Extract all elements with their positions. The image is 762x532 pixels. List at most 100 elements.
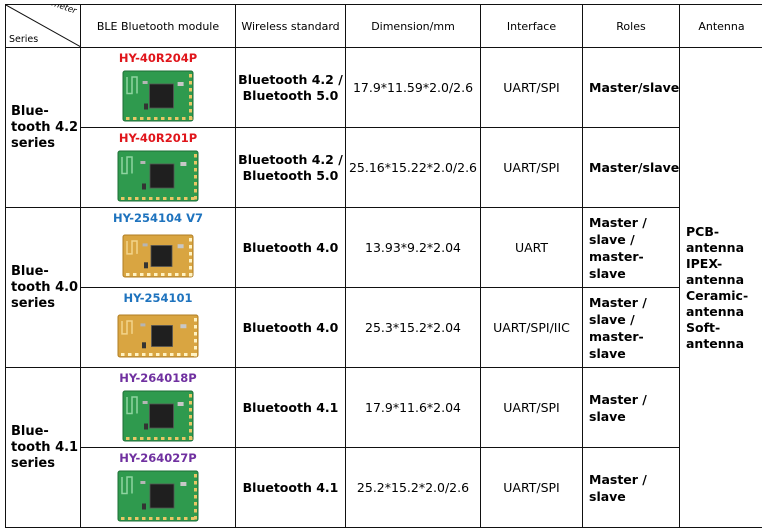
table-row: HY-264027P Bluetooth 4.1 25.2*15.2*2.0/2… — [6, 447, 762, 528]
pad — [175, 436, 179, 440]
pad — [121, 352, 125, 356]
pad — [128, 352, 132, 356]
component — [177, 81, 184, 86]
pad — [147, 436, 151, 440]
pad — [194, 317, 197, 321]
wireless-cell: Bluetooth 4.2 /Bluetooth 5.0 — [235, 127, 346, 208]
chip — [149, 163, 175, 188]
pad — [189, 101, 192, 105]
pad — [189, 428, 192, 432]
pad — [149, 196, 153, 200]
pad — [140, 116, 144, 120]
pad — [121, 516, 125, 520]
role-text: Master/slave — [589, 80, 680, 95]
wireless-text: Bluetooth 4.0 — [242, 319, 339, 335]
chip — [150, 244, 173, 267]
pad — [154, 436, 158, 440]
interface-cell: UART/SPI — [480, 447, 583, 528]
roles-cell: Master /slave /master-slave — [582, 287, 680, 368]
antenna-text: PCB- — [686, 223, 720, 239]
roles-cell: Master /slave /master-slave — [582, 207, 680, 288]
chip — [151, 324, 173, 347]
wireless-text: Bluetooth 4.1 — [242, 479, 339, 495]
interface-cell: UART/SPI — [480, 47, 583, 128]
component — [142, 341, 146, 348]
pad — [189, 272, 192, 276]
pad — [194, 324, 197, 328]
antenna-text: antenna — [686, 335, 745, 351]
component — [180, 481, 187, 486]
pad — [194, 174, 197, 178]
pad — [189, 400, 192, 404]
role-text: master-slave — [589, 248, 644, 281]
chip — [149, 483, 175, 508]
role-text: Master / — [589, 214, 647, 230]
pad — [156, 516, 160, 520]
wireless-text: Bluetooth 4.2 / — [238, 151, 343, 167]
series-text: Blue- — [11, 263, 49, 279]
pad — [121, 196, 125, 200]
module-name: HY-40R201P — [118, 130, 198, 145]
wireless-cell: Bluetooth 4.0 — [235, 287, 346, 368]
pad — [149, 352, 153, 356]
interface-cell: UART — [480, 207, 583, 288]
component — [140, 322, 146, 326]
pad — [154, 116, 158, 120]
wireless-cell: Bluetooth 4.0 — [235, 207, 346, 288]
pad — [194, 338, 197, 342]
antenna-text: Soft- — [686, 319, 721, 335]
module-board-image — [122, 390, 194, 441]
table-row: HY-40R201P Bluetooth 4.2 /Bluetooth 5.0 … — [6, 127, 762, 208]
header-wireless: Wireless standard — [235, 4, 346, 48]
pad — [194, 501, 197, 505]
pad — [163, 516, 167, 520]
antenna-text: IPEX- — [686, 255, 723, 271]
corner-diagonal — [6, 5, 80, 47]
pad — [194, 195, 197, 199]
pad — [175, 116, 179, 120]
module-name: HY-40R204P — [118, 50, 198, 65]
pad — [194, 494, 197, 498]
corner-series-label: Series — [9, 34, 39, 45]
series-cell: Blue- tooth 4.1 series — [5, 367, 81, 528]
pad — [156, 196, 160, 200]
pad — [184, 352, 188, 356]
series-text: series — [11, 455, 55, 471]
pad — [126, 272, 130, 276]
pad — [189, 87, 192, 91]
chip — [149, 83, 174, 108]
pad — [177, 516, 181, 520]
pad — [177, 352, 181, 356]
pad — [194, 160, 197, 164]
wireless-text: Bluetooth 5.0 — [242, 87, 339, 103]
role-text: slave — [589, 488, 626, 504]
pad — [168, 272, 172, 276]
pad — [189, 94, 192, 98]
pad — [189, 108, 192, 112]
module-board-image — [122, 70, 194, 121]
series-text: Blue- — [11, 423, 49, 439]
antenna-trace — [126, 239, 138, 255]
roles-cell: Master/slave — [582, 47, 680, 128]
pad — [194, 345, 197, 349]
dimension-cell: 25.2*15.2*2.0/2.6 — [345, 447, 481, 528]
component — [180, 161, 187, 166]
interface-cell: UART/SPI — [480, 127, 583, 208]
component — [140, 160, 146, 164]
header-antenna: Antenna — [679, 4, 762, 48]
series-text: tooth 4.2 — [11, 119, 79, 135]
pad — [182, 116, 186, 120]
pad — [194, 331, 197, 335]
dimension-cell: 25.3*15.2*2.04 — [345, 287, 481, 368]
pad — [194, 480, 197, 484]
pad — [189, 73, 192, 77]
pad — [189, 244, 192, 248]
pad — [161, 436, 165, 440]
interface-cell: UART/SPI/IIC — [480, 287, 583, 368]
component — [142, 242, 148, 246]
pad — [194, 188, 197, 192]
roles-cell: Master /slave — [582, 447, 680, 528]
module-board-image — [117, 470, 199, 521]
pad — [154, 272, 158, 276]
wireless-cell: Bluetooth 4.2 /Bluetooth 5.0 — [235, 47, 346, 128]
